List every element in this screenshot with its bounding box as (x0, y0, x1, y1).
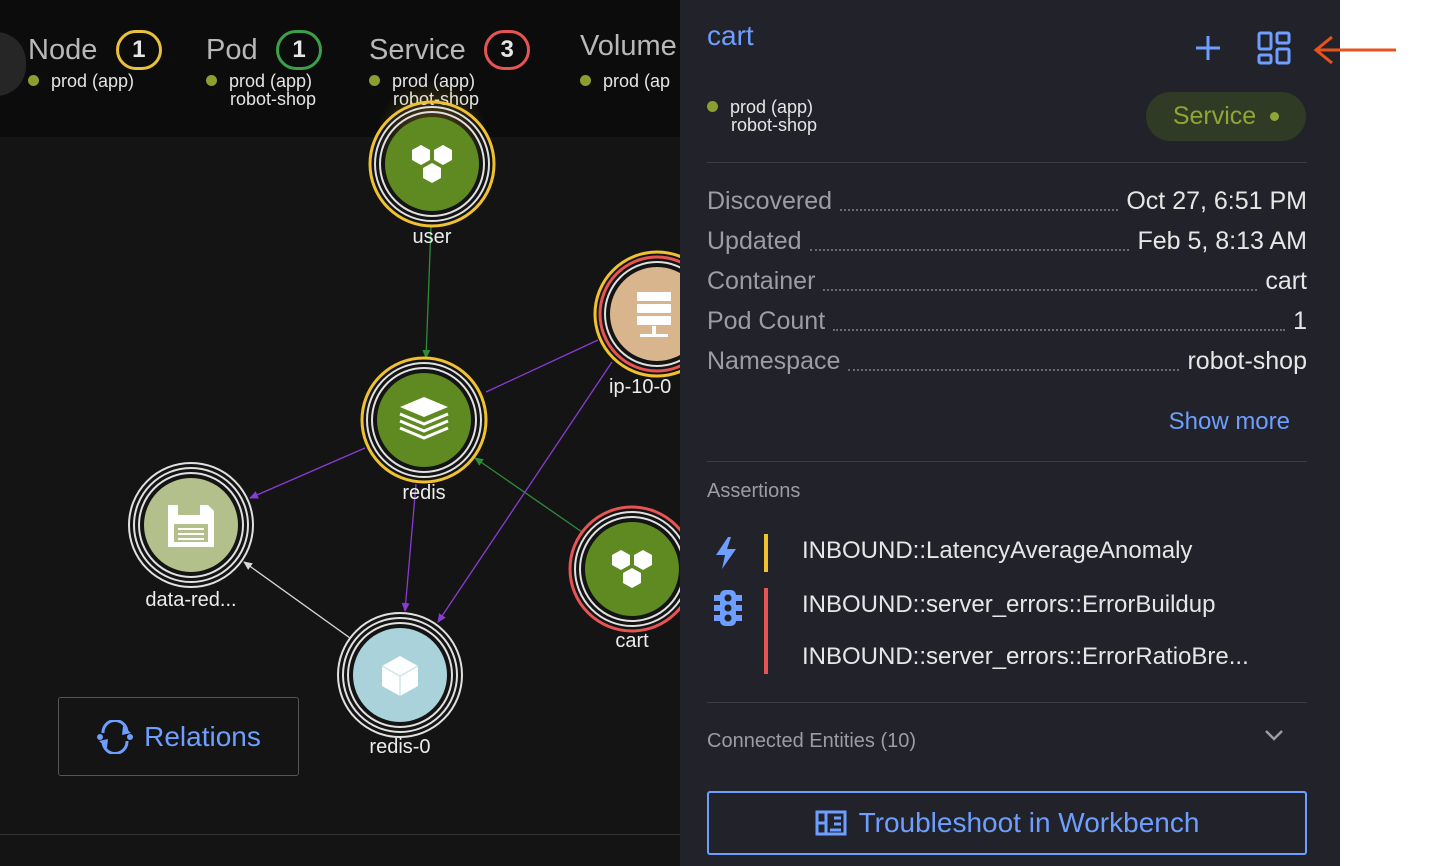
dashboard-button[interactable] (1256, 30, 1292, 66)
edge-cart-redis (474, 457, 583, 533)
env-label: prod (app) (730, 97, 814, 117)
env-dot (206, 75, 217, 86)
summary-subtitle: prod (app)robot-shop (206, 72, 316, 108)
plus-icon (1196, 36, 1220, 60)
namespace-label: robot-shop (731, 115, 818, 135)
edge-redis-redis0 (401, 483, 417, 612)
env-dot (369, 75, 380, 86)
summary-title: Service (369, 33, 466, 66)
edge-ip-redis0 (437, 361, 613, 623)
assertion-item[interactable]: INBOUND::LatencyAverageAnomaly (802, 537, 1193, 564)
entity-summary-bar: Node 1 prod (app) Pod 1 prod (app)robot-… (0, 0, 680, 137)
canvas-divider (0, 834, 680, 835)
divider (707, 461, 1307, 462)
add-button[interactable] (1190, 30, 1226, 66)
env-dot (580, 75, 591, 86)
connected-entities-toggle[interactable]: Connected Entities (10) (707, 730, 917, 752)
divider (707, 162, 1307, 163)
summary-node[interactable]: Node 1 prod (app) (28, 30, 162, 90)
divider (707, 702, 1307, 703)
node-ip (593, 250, 680, 378)
summary-subtitle: prod (app) (28, 72, 134, 90)
summary-volume[interactable]: Volume prod (ap (580, 30, 677, 90)
summary-count-badge: 1 (115, 30, 162, 70)
node-redis-0 (337, 612, 463, 738)
env-label: prod (ap (603, 71, 671, 91)
node-label-data-redis[interactable]: data-red... (145, 589, 237, 611)
warning-severity-bar (764, 534, 768, 572)
summary-title: Volume (580, 30, 677, 62)
assertions-header: Assertions (707, 480, 801, 502)
assertion-item[interactable]: INBOUND::server_errors::ErrorBuildup (802, 591, 1216, 618)
entity-title[interactable]: cart (707, 20, 754, 51)
edge-user-redis (422, 225, 432, 359)
node-user (368, 100, 496, 228)
topology-canvas[interactable]: Node 1 prod (app) Pod 1 prod (app)robot-… (0, 0, 1340, 866)
node-data-redis (128, 462, 254, 588)
workbench-icon (815, 810, 847, 836)
traffic-light-icon (713, 589, 743, 632)
edge-ip-redis (485, 339, 599, 393)
troubleshoot-label: Troubleshoot in Workbench (858, 807, 1200, 838)
show-more-link[interactable]: Show more (1168, 408, 1290, 435)
relations-button[interactable]: Relations (58, 697, 299, 776)
topology-graph (128, 80, 680, 738)
env-dot (28, 75, 39, 86)
entity-type-badge: Service (1146, 92, 1306, 141)
dashboard-icon (1257, 31, 1291, 65)
summary-title: Node (28, 33, 98, 66)
env-dot (707, 101, 718, 112)
node-cart (568, 505, 680, 633)
node-label-cart[interactable]: cart (615, 630, 649, 652)
summary-subtitle: prod (ap (580, 72, 670, 90)
entity-scope: prod (app)robot-shop (707, 98, 817, 134)
relations-icon (96, 719, 134, 754)
lightning-icon (713, 536, 739, 575)
edge-redis-data (249, 447, 366, 499)
node-redis (360, 356, 488, 484)
summary-pod[interactable]: Pod 1 prod (app)robot-shop (206, 30, 323, 108)
status-dot (1270, 112, 1280, 121)
summary-title: Pod (206, 33, 258, 66)
edge-redis0-data (243, 561, 351, 639)
entity-detail-panel: cart prod (app)robot-shop Service Discov… (680, 0, 1340, 866)
chevron-down-icon[interactable] (1263, 727, 1285, 748)
troubleshoot-workbench-button[interactable]: Troubleshoot in Workbench (707, 791, 1307, 855)
env-label: prod (app) (229, 71, 313, 91)
relations-label: Relations (144, 720, 261, 752)
namespace-label: robot-shop (230, 89, 317, 109)
assertion-item[interactable]: INBOUND::server_errors::ErrorRatioBre... (802, 643, 1249, 670)
node-label-ip[interactable]: ip-10-0 (609, 376, 672, 398)
env-label: prod (app) (51, 71, 135, 91)
summary-count-badge: 1 (276, 30, 323, 70)
node-label-redis[interactable]: redis (402, 482, 446, 504)
node-label-user[interactable]: user (412, 226, 452, 248)
summary-count-badge: 3 (484, 30, 531, 70)
node-label-redis-0[interactable]: redis-0 (369, 736, 431, 758)
critical-severity-bar (764, 588, 768, 674)
annotation-arrow-icon (1310, 32, 1400, 73)
